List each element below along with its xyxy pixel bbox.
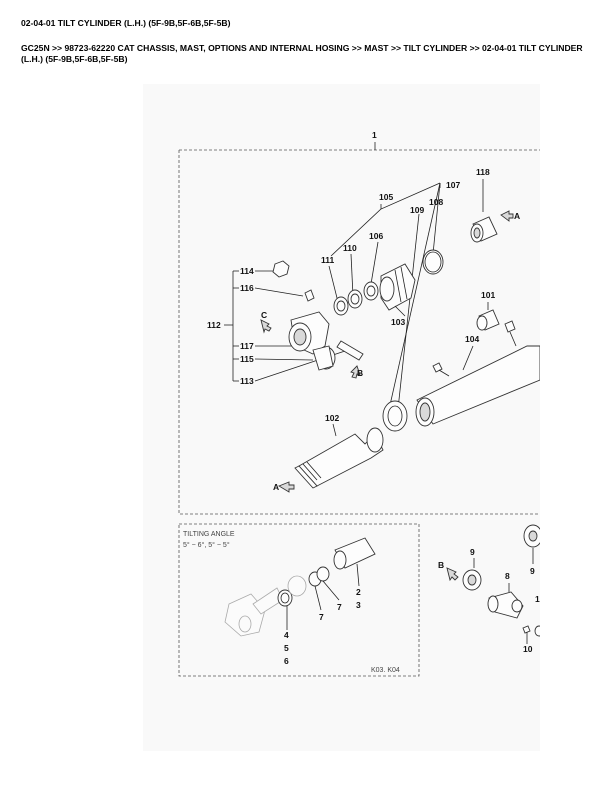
- view-arrow-a-top: [500, 210, 514, 222]
- callout-9-left: 9: [470, 547, 475, 557]
- nut-114: [272, 260, 290, 278]
- callout-7a: 7: [319, 612, 324, 622]
- piston-seal-109: [382, 400, 408, 432]
- callout-108: 108: [429, 197, 443, 207]
- callout-112: 112: [207, 320, 221, 330]
- callout-117: 117: [240, 341, 254, 351]
- callout-3: 3: [356, 600, 361, 610]
- parts-diagram: 1 105 107 108 109 106 110 111 103 118 A …: [143, 84, 540, 751]
- callout-10: 10: [523, 644, 533, 654]
- view-marker-a-bottom: A: [273, 482, 279, 492]
- parts-diagram-svg: 1 105 107 108 109 106 110 111 103 118 A …: [178, 130, 540, 677]
- view-arrow-b-top: [350, 365, 361, 379]
- fitting-104: [504, 320, 516, 333]
- oring-108: [422, 249, 444, 275]
- tilting-angle-title: TILTING ANGLE: [183, 531, 235, 538]
- tilting-angle-values: 5° − 6°, 5° − 5°: [183, 541, 230, 549]
- callout-118: 118: [476, 167, 490, 177]
- callout-115: 115: [240, 354, 254, 364]
- callout-6: 6: [284, 656, 289, 666]
- bolt-113: [336, 340, 364, 361]
- callout-8: 8: [505, 571, 510, 581]
- callout-106: 106: [369, 231, 383, 241]
- view-marker-b-top: B: [357, 368, 363, 378]
- washer-4: [277, 589, 293, 607]
- callout-4: 4: [284, 630, 289, 640]
- diagram-code: K03. K04: [371, 667, 400, 674]
- callout-113: 113: [240, 376, 254, 386]
- tilting-angle-box: [178, 523, 420, 677]
- view-arrow-a-bottom: [277, 481, 295, 493]
- callout-1: 1: [372, 130, 377, 140]
- assembly-box: [178, 149, 540, 515]
- callout-102: 102: [325, 413, 339, 423]
- callout-7b: 7: [337, 602, 342, 612]
- view-arrow-b-bottom: [446, 567, 459, 582]
- page-title: 02-04-01 TILT CYLINDER (L.H.) (5F-9B,5F-…: [21, 18, 231, 28]
- callout-9-right: 9: [530, 566, 535, 576]
- grease-fitting-116: [304, 289, 315, 302]
- breadcrumb[interactable]: GC25N >> 98723-62220 CAT CHASSIS, MAST, …: [21, 43, 583, 64]
- view-marker-b-bottom: B: [438, 560, 444, 570]
- callout-116: 116: [240, 283, 254, 293]
- callout-111: 111: [321, 255, 335, 265]
- callout-2: 2: [356, 587, 361, 597]
- callout-1-right: 1: [535, 594, 540, 604]
- callout-5: 5: [284, 643, 289, 653]
- oring-7b: [316, 566, 330, 582]
- callout-107: 107: [446, 180, 460, 190]
- callout-110: 110: [343, 243, 357, 253]
- spacer-5-ghost: [287, 575, 307, 597]
- bolt-10: [522, 625, 531, 634]
- callout-103: 103: [391, 317, 405, 327]
- callout-114: 114: [240, 266, 254, 276]
- callout-109: 109: [410, 205, 424, 215]
- cylinder-tube-104: [416, 345, 540, 425]
- view-marker-c: C: [261, 310, 267, 320]
- callout-105: 105: [379, 192, 393, 202]
- callout-101: 101: [481, 290, 495, 300]
- view-arrow-c: [260, 319, 272, 334]
- callout-104: 104: [465, 334, 479, 344]
- view-marker-a-top: A: [514, 211, 520, 221]
